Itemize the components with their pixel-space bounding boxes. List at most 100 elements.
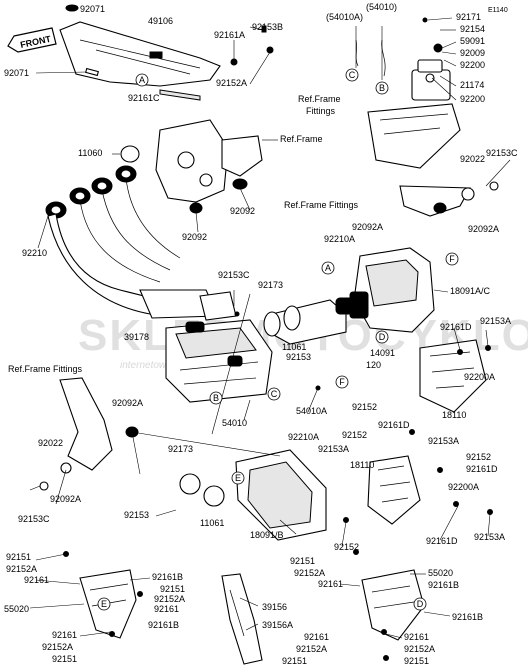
label-14091: 14091	[370, 348, 395, 358]
label-92153A-d: 92153A	[474, 532, 505, 542]
label-54010: 54010	[222, 418, 247, 428]
label-18110-a: 18110	[442, 410, 466, 420]
ref-frame-label: Ref.Frame	[280, 134, 323, 144]
ref-frame-fittings-label-2: Ref.Frame Fittings	[284, 200, 359, 210]
leader-lines	[29, 7, 491, 639]
label-55020-a: 55020	[4, 604, 29, 614]
label-54010A-top: (54010A)	[326, 12, 363, 22]
label-92161B-d: 92161B	[452, 612, 483, 622]
label-11061-top: 11061	[282, 342, 306, 352]
label-49106: 49106	[148, 16, 173, 26]
label-92152A-b: 92152A	[154, 594, 185, 604]
label-92092A-left: 92092A	[112, 398, 143, 408]
left-rear-bracket	[29, 377, 139, 491]
bracket-assembly	[120, 119, 263, 214]
callout-c: C	[349, 70, 356, 80]
label-92152A-f: 92152A	[296, 644, 327, 654]
callout-circles: A C B A F D F B C E E D	[97, 68, 459, 611]
label-92152-c: 92152	[466, 452, 491, 462]
label-92161A: 92161A	[214, 30, 245, 40]
callout-a2: A	[325, 263, 331, 273]
front-arrow: FRONT	[7, 27, 57, 53]
label-92161-e: 92161	[404, 632, 429, 642]
bottom-right-cover	[361, 569, 425, 641]
bottom-center-shield	[221, 573, 263, 665]
label-92161-c: 92161	[52, 630, 77, 640]
label-92151-e: 92151	[404, 656, 429, 666]
label-92153C-right: 92153C	[486, 148, 518, 158]
label-11060: 11060	[78, 148, 102, 158]
label-92200A-b: 92200A	[448, 482, 479, 492]
label-92153-low: 92153	[124, 510, 149, 520]
label-92071-left: 92071	[4, 68, 29, 78]
label-92210A-low: 92210A	[288, 432, 319, 442]
label-92161D-d: 92161D	[426, 536, 458, 546]
label-92161D-b: 92161D	[378, 420, 410, 430]
label-92200-a: 92200	[460, 60, 485, 70]
label-92151-d: 92151	[290, 556, 315, 566]
label-92153-mid: 92153	[286, 352, 311, 362]
muffler-upper	[349, 247, 487, 413]
reference-labels: Ref.Frame Ref.Frame Fittings Ref.Frame F…	[8, 94, 359, 374]
label-92152A-d: 92152A	[294, 568, 325, 578]
label-92152-a: 92152	[352, 402, 377, 412]
label-92153B: 92153B	[252, 22, 283, 32]
label-92210: 92210	[22, 248, 47, 258]
label-39178: 39178	[124, 332, 149, 342]
label-92153A-a: 92153A	[480, 316, 511, 326]
muffler-lower	[131, 431, 421, 541]
label-92153C-mid: 92153C	[218, 270, 250, 280]
callout-b2: B	[213, 393, 219, 403]
label-92151-f: 92151	[282, 656, 307, 666]
label-92154: 92154	[460, 24, 485, 34]
label-92022-left: 92022	[38, 438, 63, 448]
label-92171: 92171	[456, 12, 481, 22]
label-55020-b: 55020	[428, 568, 453, 578]
callout-c2: C	[271, 389, 278, 399]
fasteners	[63, 311, 493, 661]
label-39156A: 39156A	[262, 620, 293, 630]
label-92161C: 92161C	[128, 93, 160, 103]
label-92161-b: 92161	[154, 604, 179, 614]
callout-d2: D	[417, 599, 424, 609]
sensor-bracket-assembly	[355, 17, 461, 169]
label-92022-right: 92022	[460, 154, 485, 164]
label-92200A-a: 92200A	[464, 372, 495, 382]
callout-d: D	[379, 332, 386, 342]
label-92153A-c: 92153A	[428, 436, 459, 446]
label-92152A-top: 92152A	[216, 78, 247, 88]
label-92161B-b: 92161B	[148, 620, 179, 630]
label-92152-d: 92152	[334, 542, 359, 552]
label-92092A-right: 92092A	[468, 224, 499, 234]
ref-frame-fittings-label-3: Ref.Frame Fittings	[8, 364, 83, 374]
label-92173-low: 92173	[168, 444, 193, 454]
ref-frame-fittings-label-1: Ref.Frame	[298, 94, 341, 104]
label-92152-b: 92152	[342, 430, 367, 440]
ref-frame-fittings-label-1b: Fittings	[306, 106, 336, 116]
label-92092A-low: 92092A	[50, 494, 81, 504]
label-92161D-a: 92161D	[440, 322, 472, 332]
label-54010-top: (54010)	[366, 2, 397, 12]
label-92161B-c: 92161B	[428, 580, 459, 590]
label-18091AC: 18091A/C	[450, 286, 491, 296]
collector-box	[165, 290, 273, 435]
label-92151-b: 92151	[160, 584, 185, 594]
diagram-code: E1140	[488, 7, 508, 14]
label-92152A-e: 92152A	[404, 644, 435, 654]
label-92092-mid: 92092	[230, 206, 255, 216]
part-labels: 92071 49106 92153B 92161A 92071 92152A 9…	[4, 2, 518, 666]
label-59091: 59091	[460, 36, 485, 46]
label-54010A: 54010A	[296, 406, 327, 416]
label-92161-d: 92161	[318, 579, 343, 589]
label-18110-b: 18110	[350, 460, 374, 470]
label-92153C-low: 92153C	[18, 514, 50, 524]
label-92092-left: 92092	[182, 232, 207, 242]
right-bracket	[399, 159, 511, 217]
label-92200-b: 92200	[460, 94, 485, 104]
callout-e: E	[235, 473, 241, 483]
callout-a: A	[139, 75, 145, 85]
label-92152A-a: 92152A	[6, 564, 37, 574]
callout-f: F	[449, 254, 455, 264]
label-39156: 39156	[262, 602, 287, 612]
